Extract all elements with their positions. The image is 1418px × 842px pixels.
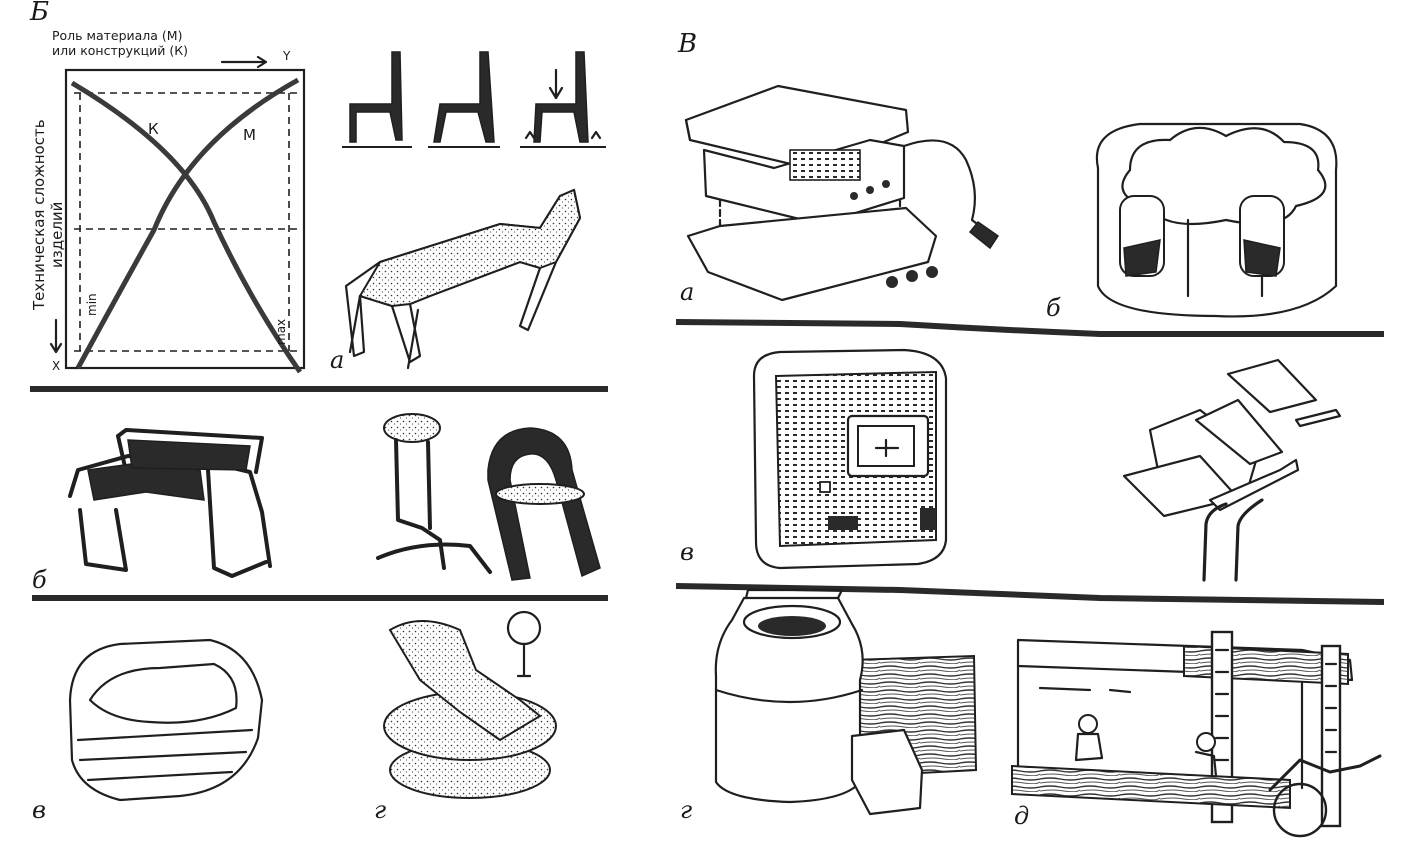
divider-right-1 [675, 319, 1384, 337]
panel-lamp [1122, 358, 1342, 582]
flower-table-set [1095, 122, 1338, 318]
label-b-left: б [32, 566, 47, 594]
diagram-frame [64, 68, 306, 370]
label-v-right: в [680, 538, 694, 566]
max-label: max [274, 319, 288, 345]
curve-m-label: М [243, 126, 256, 144]
section-letter-b: Б [29, 0, 49, 27]
x-axis-label: X [52, 359, 60, 373]
section-letter-v: В [677, 29, 697, 59]
label-b-right: б [1046, 294, 1061, 322]
beanbag-chair [383, 610, 557, 799]
label-a-right: а [680, 278, 694, 306]
top-caption-line1: Роль материала (М) [52, 28, 182, 43]
left-caption-line2: изделий [48, 202, 66, 268]
label-g-left: г [374, 796, 386, 824]
curve-m [75, 77, 300, 370]
label-v-left: в [32, 796, 46, 824]
tubular-armchair [68, 428, 272, 578]
cylinder-furniture [714, 588, 978, 816]
complexity-diagram: Роль материала (М) или конструкций (К) Y… [30, 28, 306, 374]
bunk-bed [1011, 630, 1382, 838]
molded-plastic-seat [68, 638, 264, 802]
label-g-right: г [680, 796, 692, 824]
tube-stool [376, 413, 492, 574]
y-axis-arrow [220, 55, 268, 69]
divider-right-2 [675, 583, 1385, 605]
label-a-left: а [330, 346, 344, 374]
label-d-right: д [1014, 802, 1029, 830]
chair-profiles [342, 51, 606, 148]
x-axis-arrow [49, 318, 63, 354]
y-axis-label: Y [282, 49, 291, 63]
curve-k-label: К [148, 120, 159, 138]
left-caption-line1: Техническая сложность [30, 119, 48, 311]
lounge-chair [344, 188, 582, 370]
top-caption-line2: или конструкций (К) [52, 43, 188, 58]
plywood-chair [487, 427, 601, 581]
min-label: min [85, 293, 99, 316]
curve-k [70, 80, 303, 374]
electronics-unit [684, 84, 1000, 302]
tv-set [752, 348, 948, 570]
